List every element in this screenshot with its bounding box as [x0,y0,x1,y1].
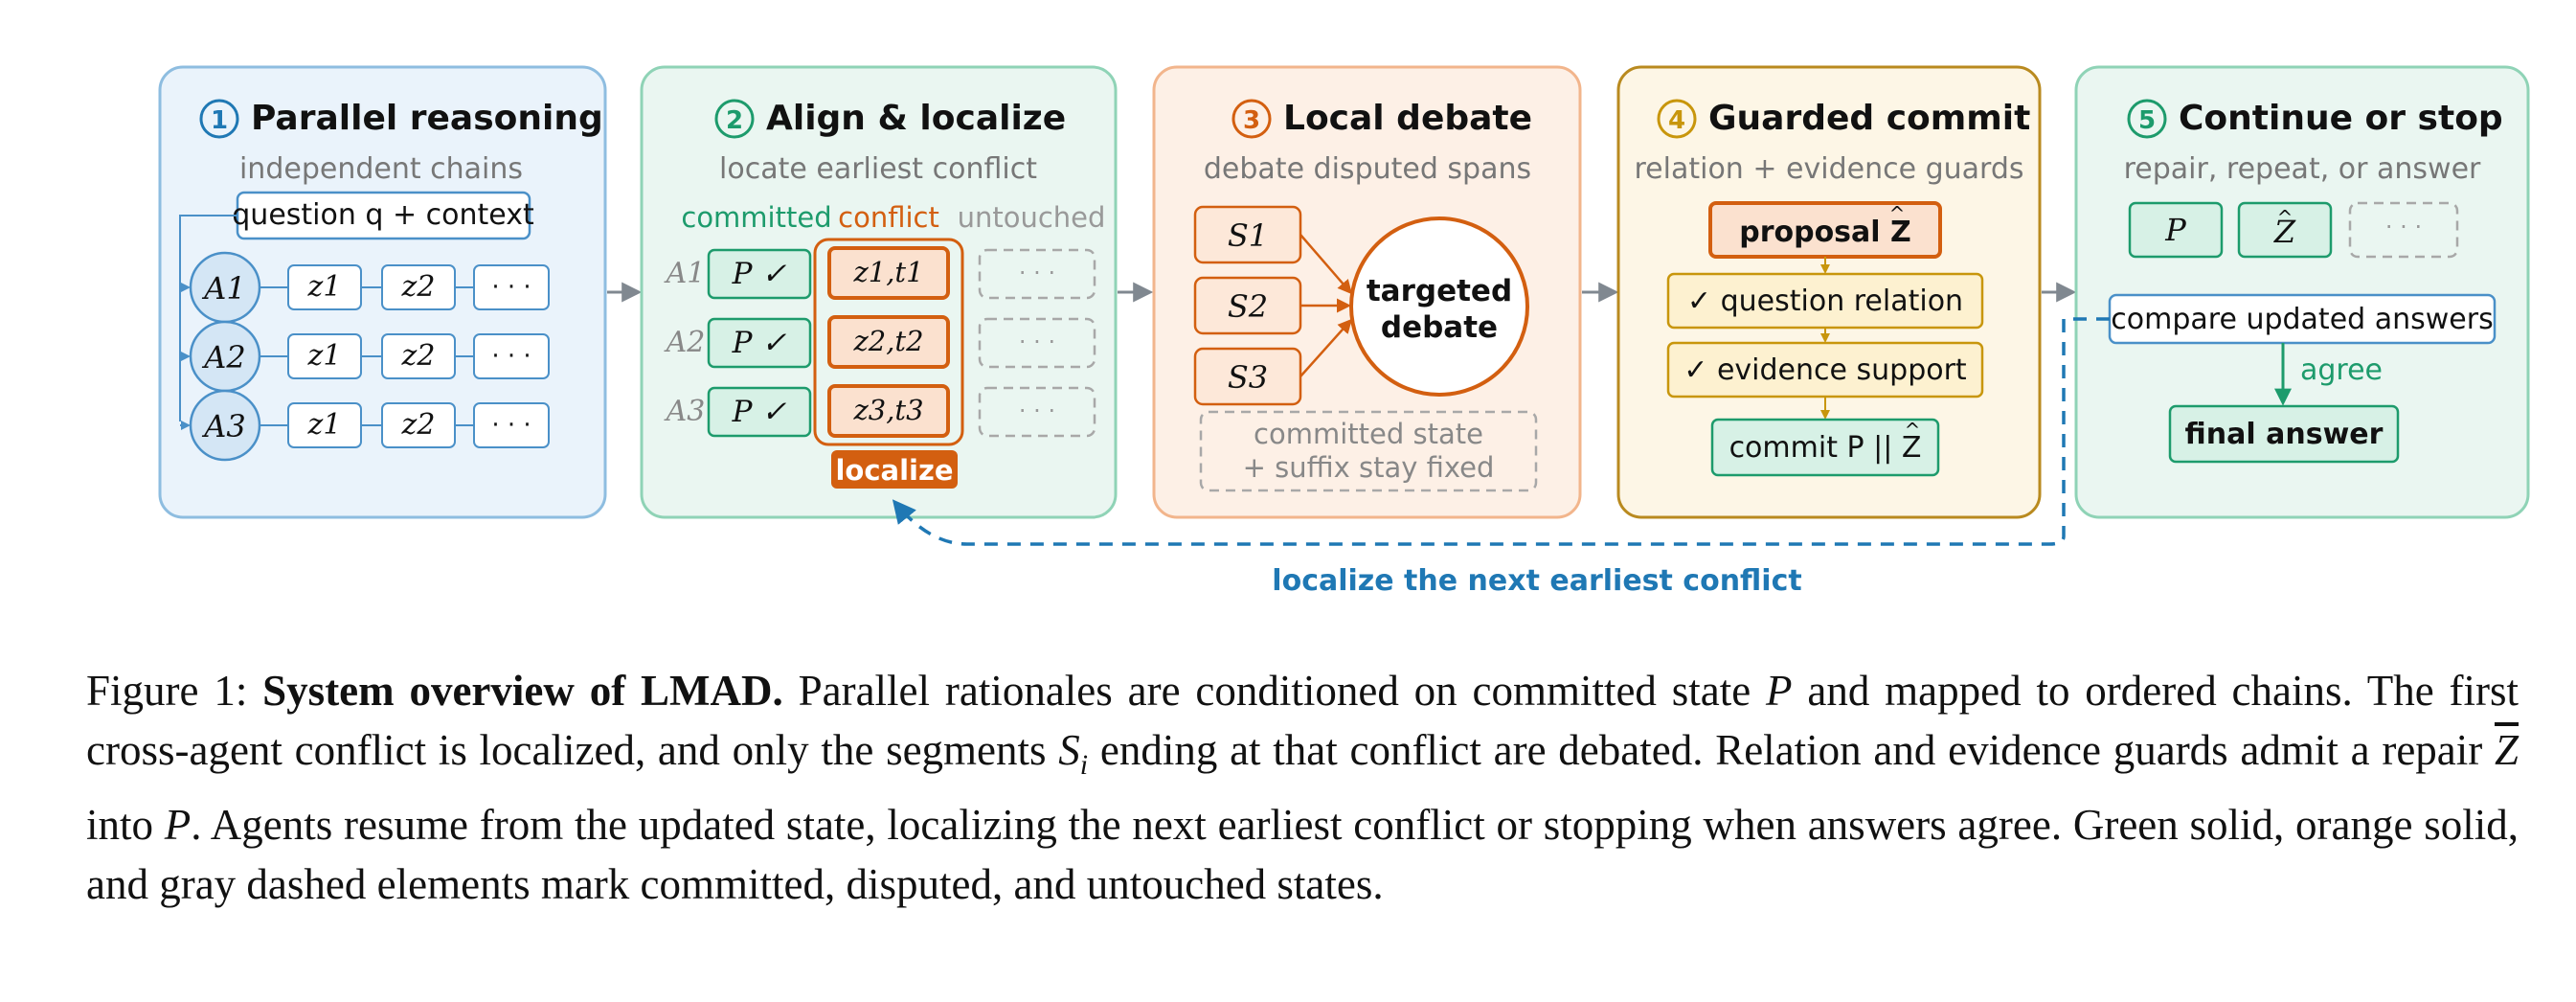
panel-subtitle: repair, repeat, or answer [2124,152,2481,186]
segment-2: S2 [1193,276,1302,335]
svg-text:z1: z1 [307,408,342,442]
svg-text:· · ·: · · · [491,342,531,371]
panel-subtitle: independent chains [239,152,523,186]
panel-guarded-commit: 4 Guarded commit relation + evidence gua… [1616,65,2042,519]
caption-title: System overview of LMAD. [262,667,783,715]
panel-continue-stop: 5 Continue or stop repair, repeat, or an… [2074,65,2530,519]
svg-text:P ✓: P ✓ [732,257,787,291]
agent-row-2: A2 z1 z2 · · · [189,320,550,393]
svg-text:z1: z1 [307,339,342,373]
svg-text:A1: A1 [664,257,706,290]
panel-title: Parallel reasoning [251,99,603,138]
question-text: question q + context [232,198,534,232]
segment-3: S3 [1193,347,1302,406]
svg-text:P ✓: P ✓ [732,395,787,429]
agent-label: A2 [201,339,245,376]
svg-text:z1: z1 [307,270,342,304]
state-cell-z [2237,201,2333,259]
svg-text:· · ·: · · · [1019,329,1055,355]
align-row-3: A3 P ✓ z3,t3 · · · [664,384,1096,438]
state-cell-untouched [2348,201,2459,259]
panel-local-debate: 3 Local debate debate disputed spans S1 … [1152,65,1582,519]
svg-text:+ suffix stay fixed: + suffix stay fixed [1243,451,1495,484]
panel-parallel-reasoning: 1 Parallel reasoning independent chains … [158,65,607,519]
svg-text:z1,t1: z1,t1 [852,256,923,288]
svg-text:· · ·: · · · [491,411,531,440]
agent-row-3: A3 z1 z2 · · · [189,389,550,462]
panel-subtitle: locate earliest conflict [719,152,1037,186]
agent-label: A3 [201,408,245,444]
svg-text:z3,t3: z3,t3 [852,394,923,426]
z-hat-accent: ^ [1889,202,1906,225]
fixed-state-box [1199,410,1538,492]
z-hat-accent: ^ [1905,419,1921,442]
localize-tag [831,450,958,489]
svg-text:S2: S2 [1228,288,1268,325]
commit-label: commit P || Z [1729,431,1922,465]
stage-number: 4 [1668,106,1685,135]
svg-text:z2: z2 [401,339,436,373]
svg-text:Z: Z [2273,214,2296,250]
svg-text:compare updated answers: compare updated answers [2111,303,2493,336]
svg-text:debate: debate [1381,310,1498,345]
caption-figure-label: Figure 1: [86,667,248,715]
loop-label: localize the next earliest conflict [1272,564,1801,598]
state-cell-p [2128,201,2224,259]
localize-tag-label: localize [835,454,953,487]
panel-subtitle: debate disputed spans [1204,152,1531,186]
agent-row-1: A1 z1 z2 · · · [189,251,550,324]
align-row-1: A1 P ✓ z1,t1 · · · [664,246,1096,300]
svg-text:z2: z2 [401,408,436,442]
stage-number: 3 [1243,106,1260,135]
z-hat-accent: ^ [2277,206,2294,229]
panel-subtitle: relation + evidence guards [1635,152,2024,186]
conflict-column-outline [813,238,964,446]
legend-conflict: conflict [838,201,939,234]
svg-text:final answer: final answer [2185,418,2384,451]
svg-text:· · ·: · · · [1019,398,1055,424]
svg-text:· · ·: · · · [1019,260,1055,286]
agree-label: agree [2300,353,2383,387]
feedback-loop: localize the next earliest conflict [892,317,2110,598]
svg-text:✓ question relation: ✓ question relation [1687,285,1963,318]
svg-text:✓ evidence support: ✓ evidence support [1683,353,1967,387]
lmad-overview-diagram: 1 Parallel reasoning independent chains … [158,65,2530,598]
commit-box [1710,418,1940,477]
panel-title: Continue or stop [2179,99,2503,138]
svg-text:z2: z2 [401,270,436,304]
align-row-2: A2 P ✓ z2,t2 · · · [664,315,1096,369]
svg-text:S3: S3 [1228,359,1268,396]
stage-number: 1 [211,106,228,135]
legend-untouched: untouched [958,201,1106,234]
svg-text:· · ·: · · · [2385,214,2422,240]
segment-1: S1 [1193,205,1302,264]
svg-text:A2: A2 [664,326,706,359]
figure-caption: Figure 1: System overview of LMAD. Paral… [86,667,2520,908]
svg-text:A3: A3 [664,395,706,428]
svg-text:· · ·: · · · [491,273,531,302]
panel-align-localize: 2 Align & localize locate earliest confl… [640,65,1118,519]
svg-text:P: P [2164,212,2186,248]
targeted-debate-circle [1349,216,1529,397]
legend-committed: committed [681,201,831,234]
final-answer-box [2168,404,2400,464]
svg-text:z2,t2: z2,t2 [852,325,923,357]
svg-text:P ✓: P ✓ [732,326,787,360]
agent-label: A1 [201,270,245,307]
panel-title: Local debate [1283,99,1532,138]
proposal-label: proposal Z [1739,216,1911,249]
question-feed-line [179,215,237,421]
svg-text:S1: S1 [1228,217,1268,254]
panel-title: Guarded commit [1708,99,2030,138]
stage-number: 5 [2138,106,2156,135]
svg-text:targeted: targeted [1367,274,1512,308]
svg-text:committed state: committed state [1254,418,1483,450]
stage-number: 2 [726,106,743,135]
panel-title: Align & localize [766,99,1066,138]
